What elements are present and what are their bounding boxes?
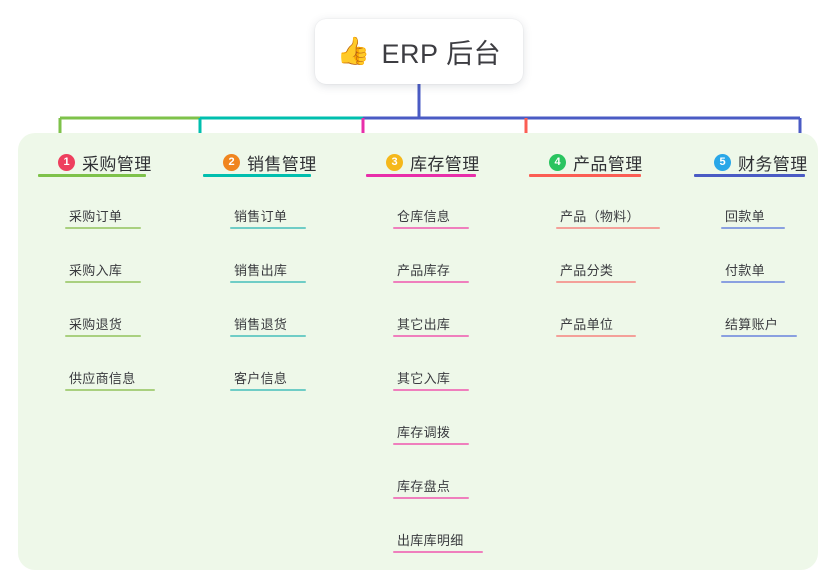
leaf-underline [230, 335, 306, 337]
branch-title-4: 产品管理 [573, 155, 643, 174]
branch-underline-1 [38, 174, 146, 177]
branch-header-3[interactable]: 3 库存管理 [366, 150, 480, 175]
leaf-underline [230, 227, 306, 229]
leaf-label: 产品单位 [560, 317, 614, 332]
leaf-node[interactable]: 产品单位 [556, 314, 636, 337]
leaf-label: 结算账户 [725, 317, 779, 332]
leaf-node[interactable]: 其它入库 [393, 368, 469, 391]
leaf-node[interactable]: 库存盘点 [393, 476, 469, 499]
leaf-underline [393, 281, 469, 283]
leaf-node[interactable]: 出库库明细 [393, 530, 483, 553]
leaf-underline [65, 227, 141, 229]
leaf-label: 产品（物料） [560, 209, 640, 224]
leaf-node[interactable]: 采购退货 [65, 314, 141, 337]
root-node[interactable]: 👍 ERP 后台 [315, 19, 523, 84]
leaf-label: 产品库存 [397, 263, 451, 278]
leaf-underline [721, 335, 797, 337]
leaf-node[interactable]: 仓库信息 [393, 206, 469, 229]
leaf-label: 出库库明细 [397, 533, 464, 548]
branch-header-5[interactable]: 5 财务管理 [694, 150, 808, 175]
leaf-label: 销售订单 [234, 209, 288, 224]
leaf-underline [65, 389, 155, 391]
leaf-underline [65, 335, 141, 337]
leaf-underline [393, 389, 469, 391]
leaf-node[interactable]: 付款单 [721, 260, 785, 283]
branch-header-2[interactable]: 2 销售管理 [203, 150, 317, 175]
thumbs-up-icon: 👍 [336, 36, 371, 66]
branch-header-4[interactable]: 4 产品管理 [529, 150, 643, 175]
leaf-label: 客户信息 [234, 371, 288, 386]
leaf-label: 其它出库 [397, 317, 451, 332]
leaf-label: 其它入库 [397, 371, 451, 386]
leaf-label: 仓库信息 [397, 209, 451, 224]
leaf-underline [556, 281, 636, 283]
branch-underline-3 [366, 174, 476, 177]
leaf-node[interactable]: 产品库存 [393, 260, 469, 283]
leaf-label: 采购退货 [69, 317, 123, 332]
leaf-underline [721, 281, 785, 283]
branch-badge-2: 2 [223, 154, 240, 171]
leaf-label: 销售退货 [234, 317, 288, 332]
leaf-label: 采购订单 [69, 209, 123, 224]
leaf-node[interactable]: 销售订单 [230, 206, 306, 229]
branch-title-2: 销售管理 [247, 155, 317, 174]
branch-badge-4: 4 [549, 154, 566, 171]
leaf-node[interactable]: 产品分类 [556, 260, 636, 283]
leaf-node[interactable]: 供应商信息 [65, 368, 155, 391]
leaf-label: 采购入库 [69, 263, 123, 278]
leaf-node[interactable]: 结算账户 [721, 314, 797, 337]
branch-header-1[interactable]: 1 采购管理 [38, 150, 152, 175]
leaf-node[interactable]: 库存调拨 [393, 422, 469, 445]
leaf-underline [393, 551, 483, 553]
leaf-underline [393, 443, 469, 445]
leaf-underline [65, 281, 141, 283]
branch-badge-3: 3 [386, 154, 403, 171]
leaf-underline [230, 281, 306, 283]
leaf-underline [556, 335, 636, 337]
leaf-label: 回款单 [725, 209, 765, 224]
leaf-label: 库存调拨 [397, 425, 451, 440]
branch-underline-5 [694, 174, 805, 177]
branch-title-1: 采购管理 [82, 155, 152, 174]
root-title: ERP 后台 [381, 39, 502, 69]
leaf-node[interactable]: 销售退货 [230, 314, 306, 337]
leaf-label: 供应商信息 [69, 371, 136, 386]
leaf-node[interactable]: 客户信息 [230, 368, 306, 391]
leaf-node[interactable]: 采购入库 [65, 260, 141, 283]
leaf-underline [721, 227, 785, 229]
branch-badge-1: 1 [58, 154, 75, 171]
leaf-underline [393, 335, 469, 337]
branch-title-3: 库存管理 [410, 155, 480, 174]
leaf-label: 销售出库 [234, 263, 288, 278]
leaf-node[interactable]: 其它出库 [393, 314, 469, 337]
leaf-underline [393, 227, 469, 229]
leaf-underline [393, 497, 469, 499]
leaf-underline [556, 227, 660, 229]
branch-title-5: 财务管理 [738, 155, 808, 174]
branch-underline-4 [529, 174, 641, 177]
leaf-label: 产品分类 [560, 263, 614, 278]
content-panel [18, 133, 818, 570]
leaf-node[interactable]: 采购订单 [65, 206, 141, 229]
branch-badge-5: 5 [714, 154, 731, 171]
leaf-node[interactable]: 回款单 [721, 206, 785, 229]
branch-underline-2 [203, 174, 311, 177]
leaf-node[interactable]: 销售出库 [230, 260, 306, 283]
leaf-label: 付款单 [725, 263, 765, 278]
leaf-label: 库存盘点 [397, 479, 451, 494]
leaf-underline [230, 389, 306, 391]
leaf-node[interactable]: 产品（物料） [556, 206, 660, 229]
